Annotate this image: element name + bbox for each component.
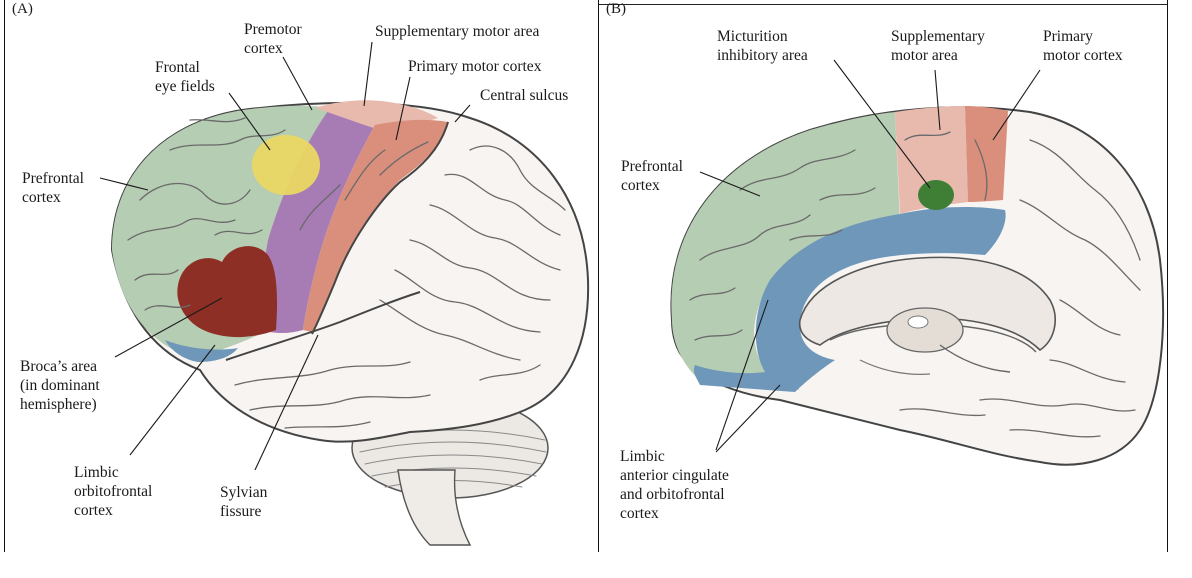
frontal-eye-fields-region bbox=[252, 135, 320, 195]
label-brocas-area: Broca’s area (in dominant hemisphere) bbox=[20, 358, 100, 413]
label-limbic-anterior-cingulate: Limbic anterior cingulate and orbitofron… bbox=[620, 448, 729, 522]
label-prefrontal-cortex-b: Prefrontal cortex bbox=[621, 158, 683, 194]
panel-b-letter: (B) bbox=[606, 1, 626, 17]
label-supplementary-motor-area-a: Supplementary motor area bbox=[375, 23, 540, 40]
label-primary-motor-cortex-b: Primary motor cortex bbox=[1043, 28, 1123, 64]
primary-motor-region-b bbox=[965, 106, 1008, 202]
medial-structures-b bbox=[798, 256, 1056, 375]
label-limbic-orbitofrontal-cortex: Limbic orbitofrontal cortex bbox=[74, 464, 153, 519]
gyri-texture-b bbox=[689, 131, 1141, 438]
limbic-orbitofrontal-region-a bbox=[165, 340, 238, 362]
middle-frame-line bbox=[598, 0, 599, 552]
label-premotor-cortex: Premotor cortex bbox=[244, 21, 302, 57]
prefrontal-region-b bbox=[671, 112, 900, 390]
brocas-area-region bbox=[177, 246, 278, 338]
label-supplementary-motor-area-b: Supplementary motor area bbox=[891, 28, 985, 64]
label-sylvian-fissure: Sylvian fissure bbox=[220, 484, 268, 520]
gyri-texture-a bbox=[127, 117, 566, 429]
primary-motor-region-a bbox=[303, 119, 448, 333]
micturition-inhibitory-region bbox=[918, 180, 954, 210]
right-frame-line bbox=[1167, 0, 1168, 552]
leader-lines-b bbox=[699, 59, 1041, 453]
label-micturition-inhibitory-area: Micturition inhibitory area bbox=[717, 28, 808, 64]
brainstem-a bbox=[397, 469, 472, 546]
label-central-sulcus: Central sulcus bbox=[480, 87, 569, 104]
panel-a-letter: (A) bbox=[12, 1, 33, 17]
leader-lines-a bbox=[99, 41, 471, 471]
label-primary-motor-cortex-a: Primary motor cortex bbox=[408, 58, 542, 75]
label-prefrontal-cortex-a: Prefrontal cortex bbox=[22, 170, 84, 206]
left-frame-line bbox=[4, 0, 5, 552]
label-frontal-eye-fields: Frontal eye fields bbox=[155, 59, 215, 95]
premotor-region bbox=[263, 108, 375, 334]
limbic-cingulate-region bbox=[693, 206, 1006, 392]
top-frame-line bbox=[598, 4, 1168, 5]
